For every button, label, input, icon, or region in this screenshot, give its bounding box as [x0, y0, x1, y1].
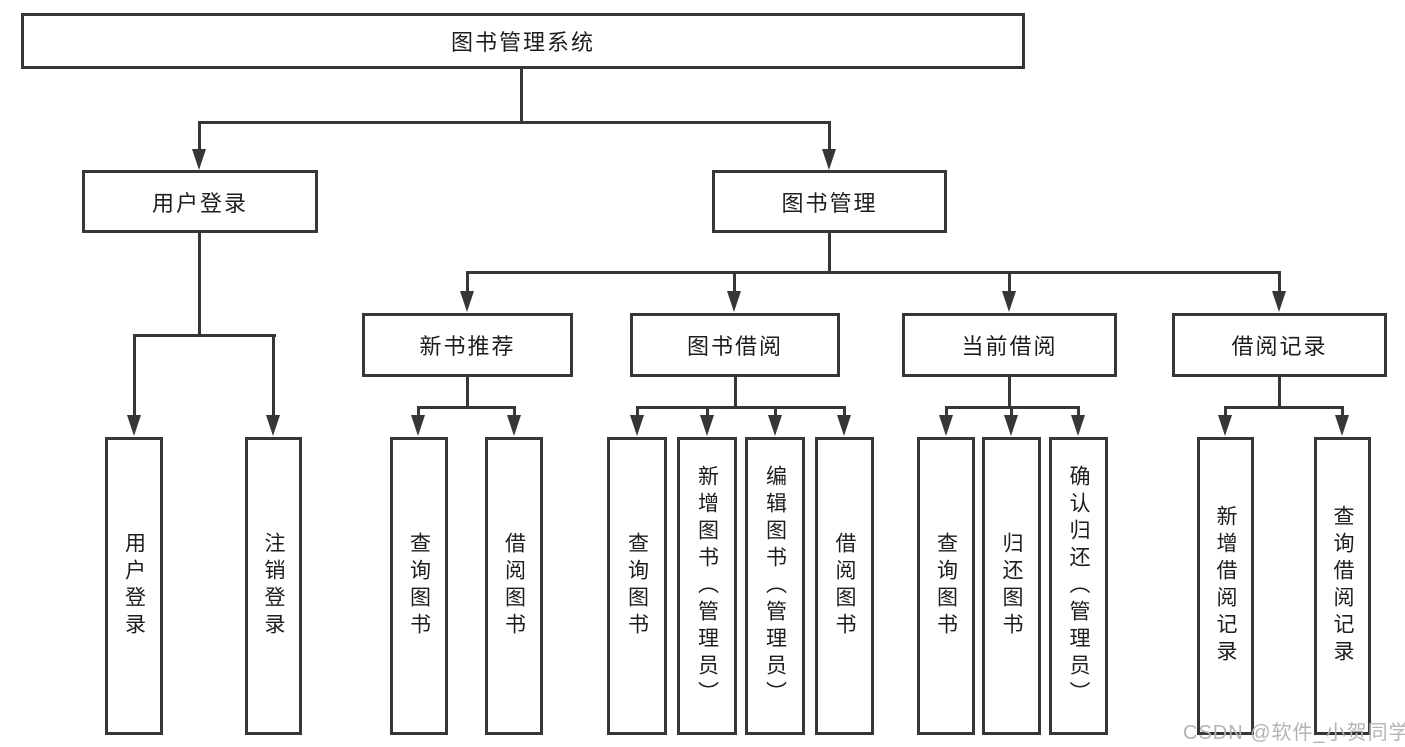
- connector-line: [1077, 406, 1080, 418]
- arrowhead-icon: [1335, 415, 1349, 436]
- connector-line: [198, 121, 201, 151]
- node-label: 查询图书: [934, 532, 958, 640]
- watermark: CSDN @软件_小贺同学: [1183, 722, 1405, 744]
- node-query-books-borrowing: 查询图书: [607, 437, 667, 735]
- connector-line: [1278, 271, 1281, 293]
- node-label: 图书借阅: [686, 334, 783, 359]
- node-label: 借阅图书: [833, 532, 856, 640]
- connector-line: [272, 334, 275, 418]
- arrowhead-icon: [700, 415, 714, 436]
- node-query-books-current: 查询图书: [917, 437, 975, 735]
- node-label: 查询图书: [625, 532, 649, 640]
- connector-line: [417, 406, 516, 409]
- connector-line: [1224, 406, 1343, 409]
- connector-line: [945, 406, 948, 418]
- node-label: 查询借阅记录: [1331, 505, 1354, 667]
- connector-line: [1224, 406, 1227, 418]
- connector-line: [828, 233, 831, 273]
- node-book-management: 图书管理: [712, 170, 947, 233]
- connector-line: [843, 406, 846, 418]
- node-borrowing-records: 借阅记录: [1172, 313, 1387, 377]
- node-user-login-leaf: 用户登录: [105, 437, 163, 735]
- node-label: 新增借阅记录: [1214, 505, 1237, 667]
- node-edit-books-admin: 编辑图书（管理员）: [745, 437, 805, 735]
- arrowhead-icon: [1002, 291, 1016, 312]
- node-label: 用户登录: [122, 532, 146, 640]
- connector-line: [417, 406, 420, 418]
- arrowhead-icon: [630, 415, 644, 436]
- arrowhead-icon: [939, 415, 953, 436]
- node-label: 当前借阅: [961, 334, 1058, 359]
- connector-line: [1008, 376, 1011, 408]
- connector-line: [466, 376, 469, 408]
- node-label: 编辑图书（管理员）: [763, 464, 787, 708]
- node-query-borrow-record: 查询借阅记录: [1314, 437, 1371, 735]
- node-label: 借阅图书: [502, 532, 526, 640]
- node-logout: 注销登录: [245, 437, 302, 735]
- node-label: 注销登录: [262, 532, 285, 640]
- arrowhead-icon: [822, 149, 836, 170]
- arrowhead-icon: [127, 415, 141, 436]
- node-label: 图书管理: [781, 190, 878, 216]
- node-label: 借阅记录: [1231, 334, 1328, 359]
- node-borrow-books-recommend: 借阅图书: [485, 437, 543, 735]
- arrowhead-icon: [507, 415, 521, 436]
- arrowhead-icon: [460, 291, 474, 312]
- node-label: 用户登录: [151, 190, 248, 216]
- node-label: 确认归还（管理员）: [1067, 464, 1090, 708]
- arrowhead-icon: [1004, 415, 1018, 436]
- connector-line: [774, 406, 777, 418]
- connector-line: [1010, 406, 1013, 418]
- connector-line: [1008, 271, 1011, 293]
- connector-line: [133, 334, 136, 418]
- connector-line: [1341, 406, 1344, 418]
- connector-line: [520, 69, 523, 124]
- node-add-borrow-record: 新增借阅记录: [1197, 437, 1254, 735]
- node-label: 新书推荐: [419, 334, 516, 359]
- connector-line: [198, 121, 831, 124]
- node-user-login: 用户登录: [82, 170, 318, 233]
- arrowhead-icon: [1071, 415, 1085, 436]
- arrowhead-icon: [1272, 291, 1286, 312]
- connector-line: [133, 334, 276, 337]
- connector-line: [636, 406, 846, 409]
- connector-line: [733, 271, 736, 293]
- node-library-management-system: 图书管理系统: [21, 13, 1025, 69]
- node-label: 图书管理系统: [450, 30, 595, 55]
- connector-line: [198, 233, 201, 336]
- arrowhead-icon: [1218, 415, 1232, 436]
- node-label: 查询图书: [407, 532, 431, 640]
- connector-line: [466, 271, 469, 293]
- arrowhead-icon: [411, 415, 425, 436]
- connector-line: [828, 121, 831, 151]
- node-query-books-recommend: 查询图书: [390, 437, 448, 735]
- connector-line: [636, 406, 639, 418]
- arrowhead-icon: [837, 415, 851, 436]
- node-add-books-admin: 新增图书（管理员）: [677, 437, 737, 735]
- arrowhead-icon: [192, 149, 206, 170]
- node-borrow-books: 借阅图书: [815, 437, 874, 735]
- node-book-borrowing: 图书借阅: [630, 313, 840, 377]
- connector-line: [513, 406, 516, 418]
- node-label: 归还图书: [1000, 532, 1023, 640]
- arrowhead-icon: [727, 291, 741, 312]
- node-current-borrowing: 当前借阅: [902, 313, 1117, 377]
- connector-line: [1278, 376, 1281, 408]
- connector-line: [466, 271, 1281, 274]
- arrowhead-icon: [768, 415, 782, 436]
- connector-line: [734, 376, 737, 408]
- node-label: 新增图书（管理员）: [695, 464, 719, 708]
- node-confirm-return-admin: 确认归还（管理员）: [1049, 437, 1108, 735]
- node-new-book-recommendation: 新书推荐: [362, 313, 573, 377]
- node-return-books: 归还图书: [982, 437, 1041, 735]
- connector-line: [706, 406, 709, 418]
- arrowhead-icon: [266, 415, 280, 436]
